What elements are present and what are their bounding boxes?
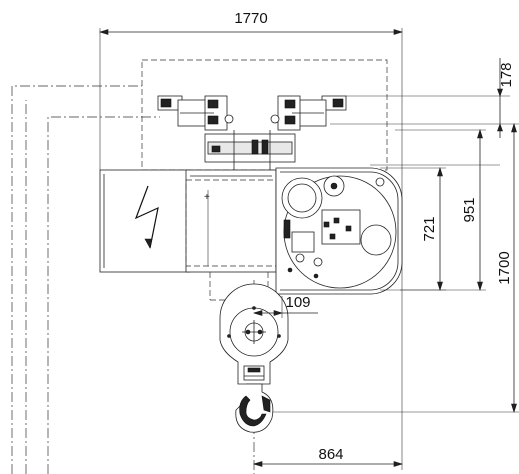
dimension-951-label: 951	[461, 197, 478, 222]
dimension-1770: 1770	[98, 10, 404, 470]
trolley-assembly	[157, 95, 347, 172]
lightning-symbol-icon	[134, 185, 159, 249]
dimension-1700-label: 1700	[496, 251, 513, 284]
dimension-109: 109	[252, 294, 318, 318]
dimension-721-label: 721	[421, 216, 438, 241]
dimension-1700: 1700	[272, 122, 519, 414]
dimension-864-label: 864	[318, 446, 343, 463]
dimension-1770-label: 1770	[234, 10, 267, 27]
dimension-178-label: 178	[498, 62, 515, 87]
hoist-body: +	[185, 169, 277, 301]
dimension-109-label: 109	[285, 294, 310, 311]
control-cabinet	[99, 169, 191, 273]
dimension-178: 178	[497, 58, 515, 138]
envelope-lines	[11, 85, 160, 474]
dimension-864: 864	[252, 446, 404, 467]
hook-block	[219, 280, 289, 474]
rope-drum	[275, 167, 403, 295]
dimension-721: 721	[380, 166, 446, 292]
svg-text:+: +	[204, 192, 210, 203]
dimension-951: 951	[395, 128, 486, 292]
